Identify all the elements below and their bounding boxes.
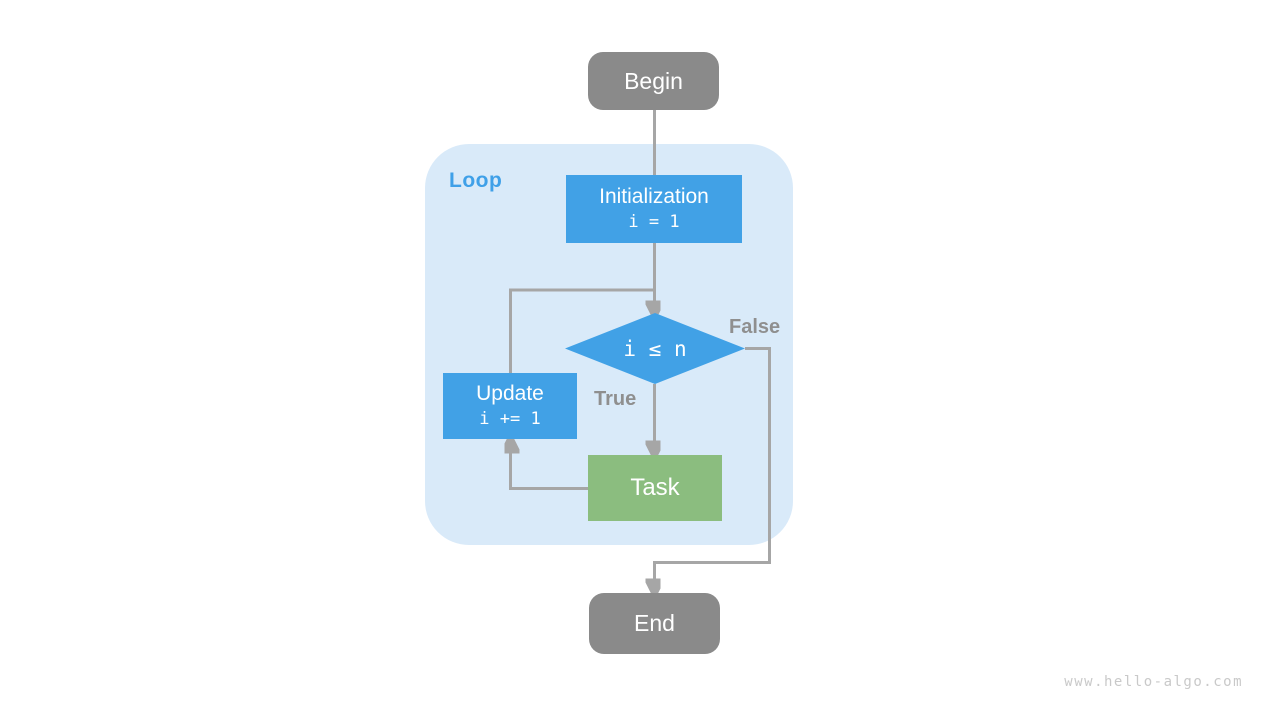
condition-diamond [565, 313, 745, 384]
edge-condition-false-to-end [655, 347, 771, 589]
begin-label: Begin [624, 67, 683, 94]
edge-task-to-update [511, 444, 589, 490]
task-node: Task [588, 455, 722, 521]
edge-update-loopback [509, 288, 655, 374]
initialization-title: Initialization [599, 185, 709, 208]
end-label: End [634, 610, 675, 636]
initialization-node: Initialization i = 1 [566, 175, 742, 243]
true-edge-label: True [594, 388, 637, 410]
initialization-code: i = 1 [628, 212, 680, 232]
update-node: Update i += 1 [443, 373, 577, 439]
begin-node: Begin [588, 52, 719, 110]
loop-label: Loop [449, 169, 503, 192]
condition-label: i ≤ n [623, 336, 687, 361]
task-label: Task [630, 474, 680, 501]
end-node: End [589, 593, 720, 654]
update-code: i += 1 [479, 409, 541, 429]
update-title: Update [476, 382, 544, 405]
false-edge-label: False [729, 316, 781, 338]
watermark: www.hello-algo.com [1064, 674, 1243, 690]
